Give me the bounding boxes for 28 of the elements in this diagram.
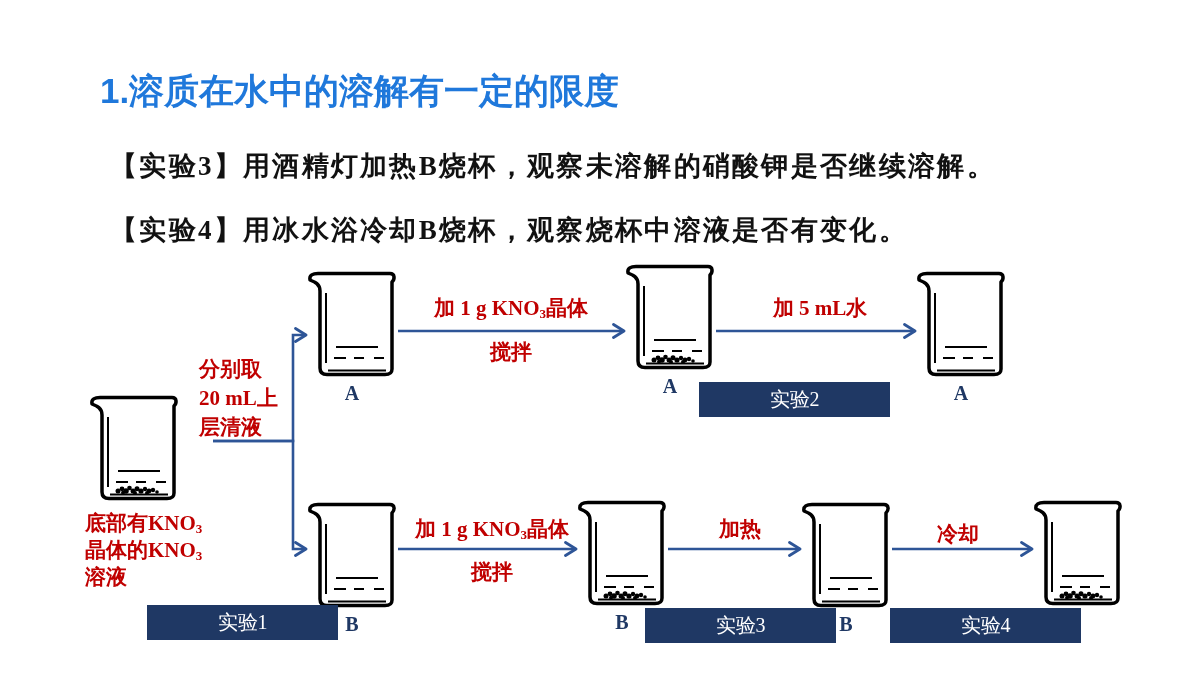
connector-arrow [398,541,578,557]
edge-label: 加 5 mL水 [772,295,868,321]
connector-arrow [398,323,626,339]
beaker-label: A [953,381,969,405]
title-banner: 实验2 [699,382,890,417]
beaker-label: B [615,610,629,634]
beaker-caption: 底部有KNO$_{3}$晶体的KNO$_{3}$溶液 [85,510,204,591]
slide-title: 1.溶质在水中的溶解有一定的限度 [100,70,620,112]
edge-label: 加 1 g KNO$_{3}$晶体 [433,295,589,321]
edge-label: 加热 [719,516,761,542]
process-note: 搅拌 [471,559,513,585]
edge-label: 分别取20 mL上层清液 [199,356,279,441]
beaker-label: A [662,374,678,398]
instruction-text: 【实验3】用酒精灯加热B烧杯，观察未溶解的硝酸钾是否继续溶解。 [110,150,996,183]
beaker-label: A [344,381,360,405]
connector-arrow [668,541,802,557]
connector-arrow [716,323,917,339]
title-banner: 实验3 [645,608,836,643]
connector-arrow [213,439,308,557]
process-note: 搅拌 [490,339,532,365]
edge-label: 加 1 g KNO$_{3}$晶体 [414,516,570,542]
instruction-text: 【实验4】用冰水浴冷却B烧杯，观察烧杯中溶液是否有变化。 [110,214,908,247]
title-banner: 实验4 [890,608,1081,643]
title-banner: 实验1 [147,605,338,640]
beaker-label: B [839,612,853,636]
beaker-label: B [345,612,359,636]
connector-arrow [892,541,1034,557]
edge-label: 冷却 [937,521,979,547]
